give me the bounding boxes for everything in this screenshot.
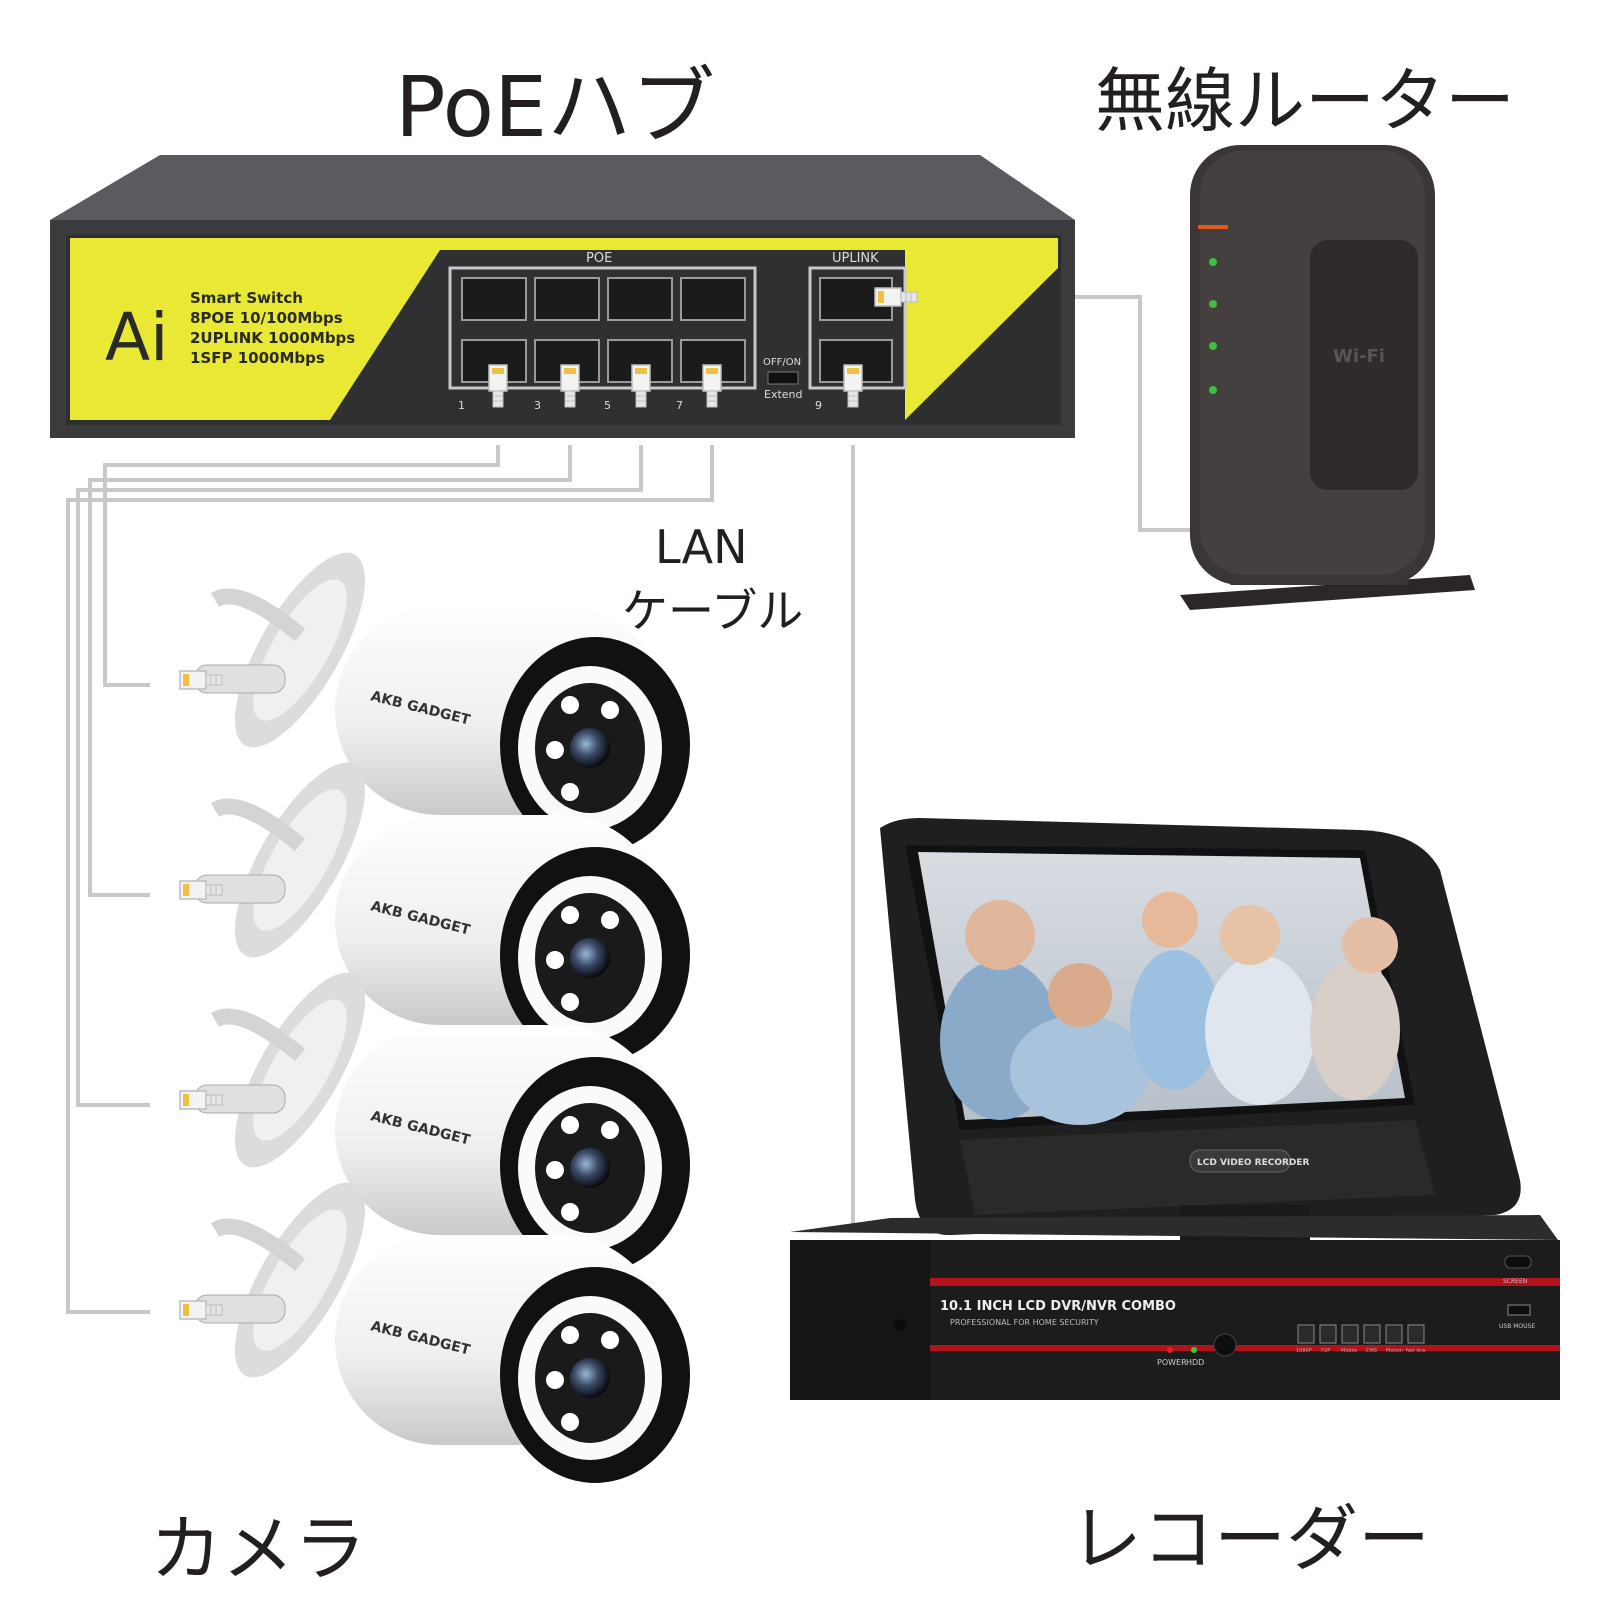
router-led-3 bbox=[1209, 342, 1217, 350]
camera-2: AKB GADGET bbox=[179, 762, 690, 1063]
port-number-1: 1 bbox=[458, 399, 465, 412]
lan-cable-label-line1: LAN bbox=[655, 520, 748, 574]
screen-button[interactable] bbox=[1504, 1255, 1532, 1269]
feature-label-6: Net line bbox=[1406, 1348, 1425, 1354]
port-4[interactable] bbox=[534, 277, 600, 321]
switch-spec-line-3: 2UPLINK 1000Mbps bbox=[190, 329, 355, 347]
port-number-7: 7 bbox=[676, 399, 683, 412]
router-led-4 bbox=[1209, 386, 1217, 394]
camera-label: カメラ bbox=[150, 1507, 367, 1591]
switch-uplink-label: UPLINK bbox=[832, 251, 879, 266]
camera-1: AKB GADGET bbox=[179, 552, 690, 853]
monitor-screen-image bbox=[918, 852, 1405, 1125]
router-label: 無線ルーター bbox=[1095, 60, 1515, 142]
power-label: POWER bbox=[1157, 1358, 1187, 1367]
feature-label-5: Motion bbox=[1386, 1348, 1403, 1354]
switch-toggle-top: OFF/ON bbox=[763, 357, 801, 368]
router-front-panel bbox=[1310, 240, 1418, 490]
switch-toggle-bottom: Extend bbox=[764, 388, 803, 401]
recorder-ir-window bbox=[1213, 1333, 1237, 1357]
cable-camera-1 bbox=[103, 445, 500, 687]
switch-extend-toggle[interactable] bbox=[767, 371, 799, 385]
hdd-label: HDD bbox=[1186, 1358, 1204, 1367]
router-led-1 bbox=[1209, 258, 1217, 266]
power-led bbox=[1167, 1347, 1173, 1353]
router-wifi-mark: Wi-Fi bbox=[1333, 346, 1385, 367]
poe-switch: Ai Smart Switch 8POE 10/100Mbps 2UPLINK … bbox=[50, 155, 1075, 438]
feature-label-4: CMS bbox=[1366, 1348, 1377, 1354]
recorder-side-knob bbox=[894, 1319, 906, 1331]
usb-port[interactable] bbox=[1507, 1304, 1531, 1316]
usb-port-label: USB MOUSE bbox=[1499, 1323, 1535, 1330]
screen-button-label: SCREEN bbox=[1503, 1278, 1527, 1285]
wireless-router: Wi-Fi bbox=[1180, 145, 1475, 610]
cable-camera-3 bbox=[76, 445, 643, 1107]
router-accent-stripe bbox=[1198, 225, 1228, 229]
hdd-led bbox=[1191, 1347, 1197, 1353]
port-2[interactable] bbox=[461, 277, 527, 321]
recorder: LCD VIDEO RECORDER 10.1 INCH LCD DVR/NVR… bbox=[790, 818, 1560, 1400]
cable-camera-2 bbox=[88, 445, 572, 897]
recorder-red-stripe bbox=[930, 1278, 1560, 1286]
recorder-tagline: PROFESSIONAL FOR HOME SECURITY bbox=[950, 1318, 1099, 1327]
feature-icons bbox=[1297, 1324, 1425, 1344]
port-number-5: 5 bbox=[604, 399, 611, 412]
poe-hub-label: PoEハブ bbox=[395, 58, 716, 156]
switch-brand: Ai bbox=[105, 299, 169, 376]
switch-poe-label: POE bbox=[586, 251, 612, 266]
port-6[interactable] bbox=[607, 277, 673, 321]
switch-spec-line-4: 1SFP 1000Mbps bbox=[190, 349, 325, 367]
lan-cable-label-line2: ケーブル bbox=[622, 584, 804, 638]
feature-label-3: Mobile bbox=[1341, 1348, 1357, 1354]
router-led-2 bbox=[1209, 300, 1217, 308]
port-number-3: 3 bbox=[534, 399, 541, 412]
camera-4: AKB GADGET bbox=[179, 1182, 690, 1483]
recorder-model: 10.1 INCH LCD DVR/NVR COMBO bbox=[940, 1299, 1176, 1314]
screen-badge: LCD VIDEO RECORDER bbox=[1197, 1158, 1310, 1168]
port-number-9: 9 bbox=[815, 399, 822, 412]
camera-3: AKB GADGET bbox=[179, 972, 690, 1273]
feature-label-2: P2P bbox=[1321, 1348, 1330, 1354]
switch-spec-line-1: Smart Switch bbox=[190, 289, 303, 307]
switch-spec-line-2: 8POE 10/100Mbps bbox=[190, 309, 343, 327]
feature-label-1: 1080P bbox=[1296, 1348, 1312, 1354]
cable-camera-4 bbox=[66, 445, 714, 1314]
port-8[interactable] bbox=[680, 277, 746, 321]
recorder-label: レコーダー bbox=[1070, 1497, 1431, 1581]
